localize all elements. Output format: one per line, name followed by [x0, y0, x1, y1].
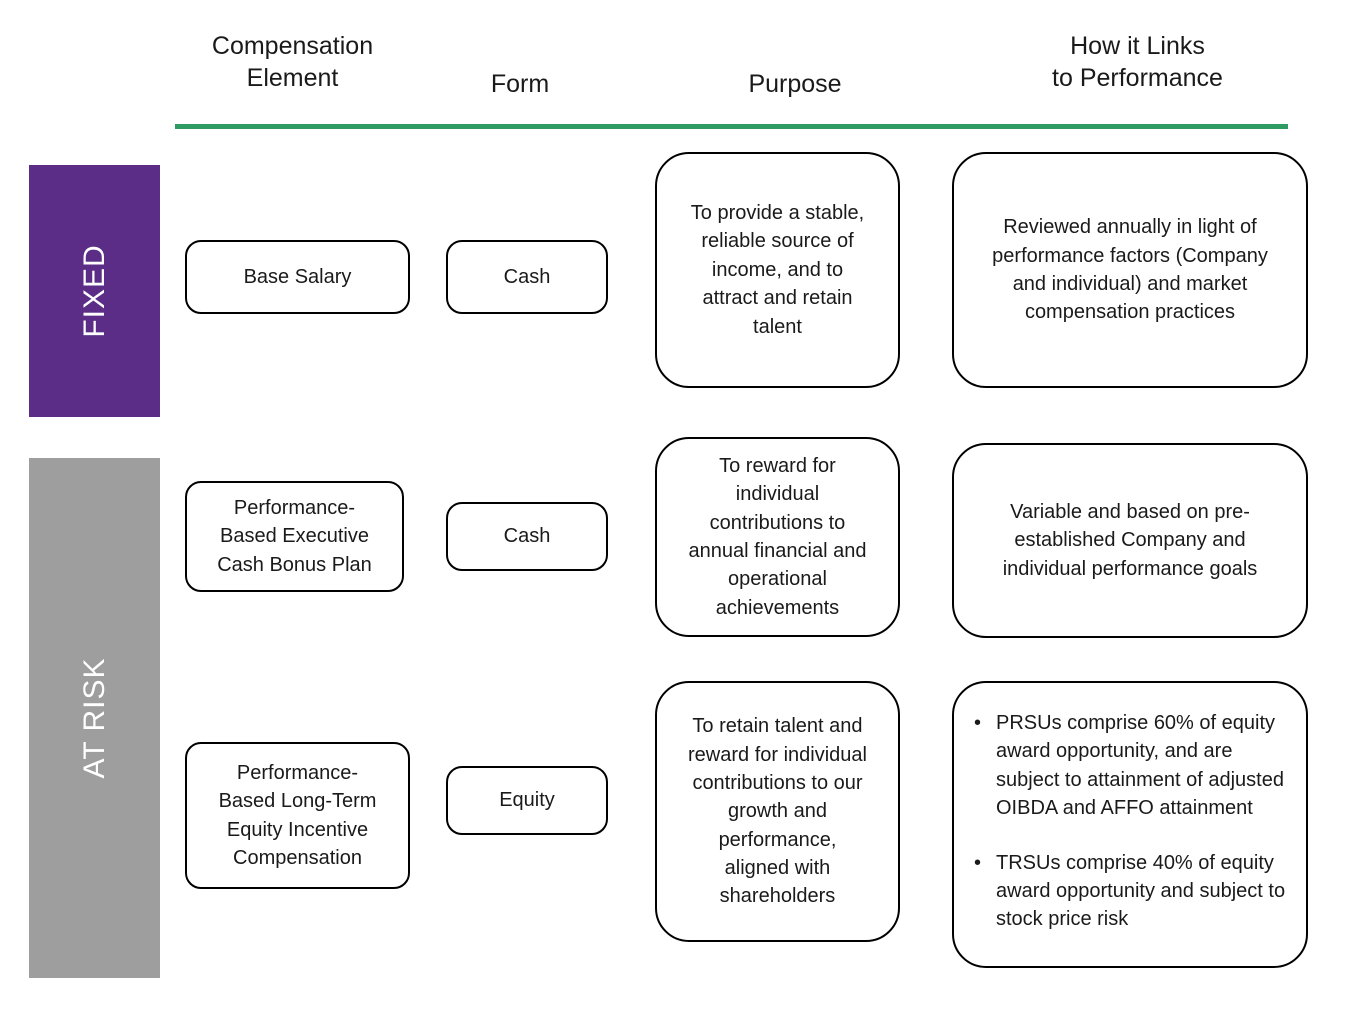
- column-header-compensation-element: Compensation Element: [211, 32, 374, 92]
- column-headers: Compensation Element Form Purpose How it…: [0, 0, 1365, 120]
- column-header-how-it-links-to-performance: How it Links to Performance: [1052, 32, 1223, 92]
- performance-link-box-long-term-equity: • PRSUs comprise 60% of equity award oppo…: [952, 681, 1308, 968]
- form-box-base-salary: Cash: [446, 240, 608, 314]
- category-band-at-risk: AT RISK: [29, 458, 160, 978]
- performance-link-box-base-salary: Reviewed annually in light of performanc…: [952, 152, 1308, 388]
- element-box-cash-bonus-plan: Performance- Based Executive Cash Bonus …: [185, 481, 404, 592]
- performance-link-bullet-text: TRSUs comprise 40% of equity award oppor…: [996, 851, 1286, 931]
- performance-link-bullet-text: PRSUs comprise 60% of equity award oppor…: [996, 712, 1284, 820]
- form-box-long-term-equity: Equity: [446, 766, 608, 835]
- performance-link-bullet-item: • PRSUs comprise 60% of equity award oppo…: [970, 709, 1286, 823]
- element-box-long-term-equity: Performance- Based Long-Term Equity Ince…: [185, 742, 410, 889]
- purpose-box-cash-bonus-plan: To reward for individual contributions t…: [655, 437, 900, 637]
- bullet-icon: •: [974, 851, 982, 874]
- category-band-fixed-label: FIXED: [77, 244, 111, 338]
- category-band-at-risk-label: AT RISK: [77, 657, 111, 779]
- purpose-box-base-salary: To provide a stable, reliable source of …: [655, 152, 900, 388]
- purpose-box-long-term-equity: To retain talent and reward for individu…: [655, 681, 900, 942]
- element-box-base-salary: Base Salary: [185, 240, 410, 314]
- column-header-purpose: Purpose: [748, 70, 842, 98]
- performance-link-bullet-item: • TRSUs comprise 40% of equity award oppo…: [970, 849, 1286, 934]
- form-box-cash-bonus-plan: Cash: [446, 502, 608, 571]
- column-header-form: Form: [490, 70, 550, 98]
- header-divider-rule: [175, 124, 1288, 129]
- performance-link-box-cash-bonus-plan: Variable and based on pre- established C…: [952, 443, 1308, 638]
- bullet-icon: •: [974, 712, 982, 734]
- category-band-fixed: FIXED: [29, 165, 160, 417]
- performance-link-bullet-list: • PRSUs comprise 60% of equity award oppo…: [970, 709, 1286, 934]
